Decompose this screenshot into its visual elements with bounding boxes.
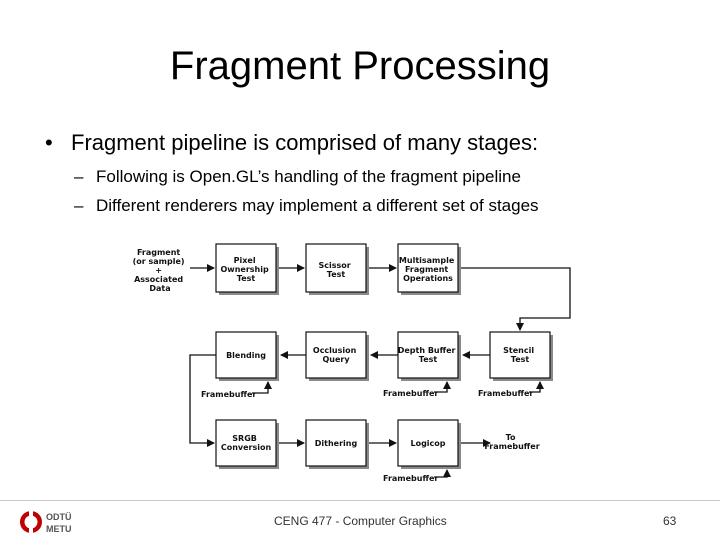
svg-text:Blending: Blending bbox=[226, 351, 266, 360]
input-label-line: Associated bbox=[134, 275, 183, 284]
sub-bullet-1: –Following is Open.GL’s handling of the … bbox=[74, 167, 521, 187]
dash-marker: – bbox=[74, 167, 84, 186]
bullet-dot: • bbox=[45, 130, 53, 155]
input-label-line: (or sample) bbox=[133, 257, 185, 266]
arrow-blending-to-srgb bbox=[189, 354, 216, 447]
framebuffer-arrow-blending bbox=[252, 381, 272, 394]
stage-stencil-test: Stencil Test bbox=[489, 331, 553, 381]
sub-bullet-1-text: Following is Open.GL’s handling of the f… bbox=[96, 167, 521, 186]
framebuffer-arrow-depth bbox=[434, 381, 451, 393]
stage-depth-buffer-test: Depth Buffer Test bbox=[397, 331, 461, 381]
svg-text:Stencil Test: Stencil Test bbox=[503, 346, 537, 364]
logo-text-metu: METU bbox=[46, 524, 72, 534]
stage-pixel-ownership: Pixel Ownership Test bbox=[215, 243, 279, 295]
logo-text-odtu: ODTÜ bbox=[46, 512, 72, 522]
footer-course-name: CENG 477 - Computer Graphics bbox=[274, 514, 447, 528]
stage-multisample: Multisample Fragment Operations bbox=[397, 243, 461, 295]
framebuffer-label-stencil: Framebuffer bbox=[478, 389, 533, 398]
svg-text:Pixel Ownership Te: Pixel Ownership Test bbox=[221, 256, 272, 283]
framebuffer-label-blending: Framebuffer bbox=[201, 390, 256, 399]
framebuffer-label-depth: Framebuffer bbox=[383, 389, 438, 398]
stage-dithering: Dithering bbox=[305, 419, 369, 469]
input-label-line: + bbox=[155, 266, 162, 275]
main-bullet: • Fragment pipeline is comprised of many … bbox=[45, 130, 538, 156]
svg-text:Dithering: Dithering bbox=[315, 439, 358, 448]
svg-text:Depth Buffer Test: Depth Buffer Test bbox=[398, 346, 459, 364]
footer-divider bbox=[0, 500, 720, 501]
framebuffer-arrow-stencil bbox=[529, 381, 544, 393]
stage-occlusion-query: Occlusion Query bbox=[305, 331, 369, 381]
sub-bullet-2-text: Different renderers may implement a diff… bbox=[96, 196, 539, 215]
page-number: 63 bbox=[663, 514, 677, 528]
svg-text:SRGB Conversion: SRGB Conversion bbox=[221, 434, 272, 452]
sub-bullet-2: –Different renderers may implement a dif… bbox=[74, 196, 539, 216]
svg-text:Scissor Test: Scissor Test bbox=[318, 261, 353, 279]
stage-logicop: Logicop bbox=[397, 419, 461, 469]
svg-text:Occlusion Query: Occlusion Query bbox=[313, 346, 359, 364]
stage-scissor-test: Scissor Test bbox=[305, 243, 369, 295]
metu-logo: ODTÜ METU bbox=[20, 511, 72, 534]
input-label-line: Fragment bbox=[137, 248, 180, 257]
input-label-line: Data bbox=[149, 284, 170, 293]
framebuffer-arrow-logicop bbox=[434, 469, 451, 478]
dash-marker: – bbox=[74, 196, 84, 215]
framebuffer-label-logicop: Framebuffer bbox=[383, 474, 438, 483]
main-bullet-text: Fragment pipeline is comprised of many s… bbox=[71, 130, 539, 155]
input-label: Fragment (or sample) + Associated Data bbox=[133, 248, 188, 293]
stage-blending: Blending bbox=[215, 331, 279, 381]
svg-text:Multisample Fragment: Multisample Fragment Operations bbox=[399, 256, 457, 283]
stage-srgb-conversion: SRGB Conversion bbox=[215, 419, 279, 469]
output-label: To Framebuffer bbox=[484, 433, 539, 451]
arrow-multisample-to-stencil bbox=[461, 267, 571, 331]
svg-text:Logicop: Logicop bbox=[410, 439, 445, 448]
slide-title: Fragment Processing bbox=[169, 44, 551, 88]
